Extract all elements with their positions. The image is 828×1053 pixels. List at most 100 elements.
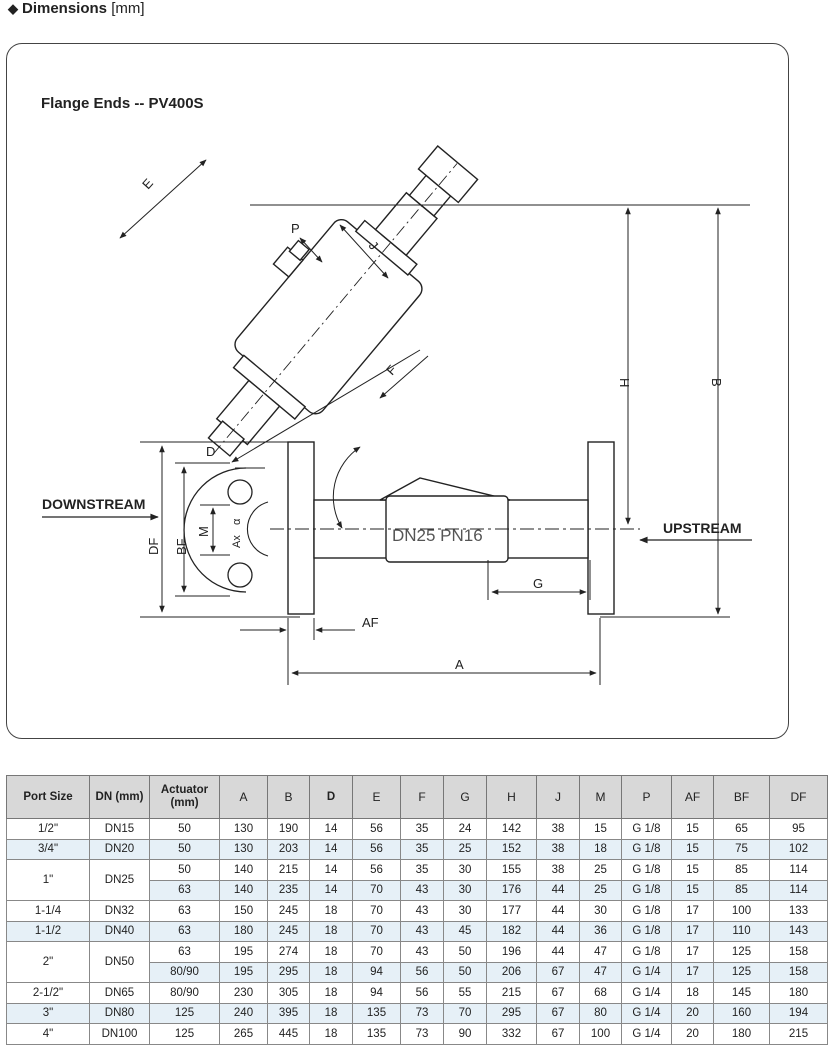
table-cell: G 1/8 (621, 818, 672, 840)
table-cell: G 1/4 (621, 982, 672, 1004)
table-cell: 295 (486, 1002, 537, 1024)
col-header: D (309, 775, 353, 819)
table-cell: 94 (352, 961, 401, 983)
table-cell: 150 (219, 900, 268, 922)
table-cell: 38 (536, 859, 580, 881)
table-cell: 135 (352, 1023, 401, 1045)
col-header: P (621, 775, 672, 819)
table-cell: 143 (769, 920, 828, 942)
col-header: E (352, 775, 401, 819)
cell-dn: DN65 (89, 982, 150, 1004)
cell-dn: DN20 (89, 838, 150, 860)
table-cell: 18 (309, 1023, 353, 1045)
col-header: M (579, 775, 622, 819)
body-marking: DN25 PN16 (392, 526, 483, 545)
col-header: B (267, 775, 310, 819)
table-cell: 17 (671, 941, 714, 963)
cell-port-size: 1-1/4 (6, 900, 90, 922)
table-cell: 67 (536, 1002, 580, 1024)
label-BF: BF (174, 538, 189, 555)
table-cell: G 1/8 (621, 941, 672, 963)
table-cell: 125 (713, 941, 770, 963)
table-cell: 85 (713, 859, 770, 881)
table-cell: 18 (309, 941, 353, 963)
table-cell: 206 (486, 961, 537, 983)
col-header: DF (769, 775, 828, 819)
cell-port-size: 1" (6, 859, 90, 901)
table-cell: 215 (486, 982, 537, 1004)
table-cell: 125 (149, 1002, 220, 1024)
table-cell: 180 (219, 920, 268, 942)
table-cell: 295 (267, 961, 310, 983)
cell-port-size: 4" (6, 1023, 90, 1045)
table-cell: 43 (400, 879, 444, 901)
col-header: F (400, 775, 444, 819)
col-header: DN (mm) (89, 775, 150, 819)
table-cell: 180 (769, 982, 828, 1004)
table-cell: 142 (486, 818, 537, 840)
table-cell: 158 (769, 941, 828, 963)
table-cell: 56 (352, 838, 401, 860)
table-cell: 14 (309, 879, 353, 901)
table-cell: 195 (219, 961, 268, 983)
col-header: Actuator (mm) (149, 775, 220, 819)
table-cell: 245 (267, 920, 310, 942)
col-header: AF (671, 775, 714, 819)
table-cell: G 1/8 (621, 879, 672, 901)
valve-drawing: DN25 PN16 (42, 145, 752, 685)
table-cell: 38 (536, 838, 580, 860)
table-cell: 145 (713, 982, 770, 1004)
table-cell: 215 (769, 1023, 828, 1045)
table-cell: 85 (713, 879, 770, 901)
table-row: 3" DN80 125 240 395 18 135 73 70 295 67 … (6, 1002, 828, 1024)
table-cell: 155 (486, 859, 537, 881)
table-cell: 190 (267, 818, 310, 840)
table-row: 3/4" DN20 50 130 203 14 56 35 25 152 38 … (6, 838, 828, 860)
table-row: 2" DN50 63 195 274 18 70 43 50 196 44 47… (6, 941, 828, 983)
table-cell: 140 (219, 879, 268, 901)
table-cell: 35 (400, 838, 444, 860)
table-cell: 30 (443, 859, 487, 881)
table-cell: 44 (536, 920, 580, 942)
table-cell: G 1/4 (621, 961, 672, 983)
table-cell: 44 (536, 879, 580, 901)
table-cell: 67 (536, 961, 580, 983)
table-cell: 30 (579, 900, 622, 922)
table-cell: 240 (219, 1002, 268, 1024)
table-cell: G 1/8 (621, 920, 672, 942)
section-header: ◆Dimensions [mm] (8, 0, 145, 17)
col-header: H (486, 775, 537, 819)
label-B: B (709, 378, 724, 387)
table-cell: 65 (713, 818, 770, 840)
table-cell: 94 (352, 982, 401, 1004)
cell-port-size: 3" (6, 1002, 90, 1024)
table-cell: 15 (671, 838, 714, 860)
table-cell: 305 (267, 982, 310, 1004)
table-cell: 15 (671, 859, 714, 881)
table-cell: 235 (267, 879, 310, 901)
table-cell: 18 (579, 838, 622, 860)
table-cell: 245 (267, 900, 310, 922)
table-cell: 110 (713, 920, 770, 942)
flange-face (183, 467, 269, 593)
drawing-panel (6, 43, 789, 739)
table-cell: 133 (769, 900, 828, 922)
table-cell: 73 (400, 1023, 444, 1045)
table-cell: 80/90 (149, 961, 220, 983)
table-cell: 63 (149, 900, 220, 922)
cell-dn: DN50 (89, 941, 150, 983)
table-cell: 63 (149, 879, 220, 901)
table-cell: 67 (536, 1023, 580, 1045)
table-cell: 130 (219, 818, 268, 840)
table-cell: 30 (443, 879, 487, 901)
table-cell: 15 (671, 879, 714, 901)
col-header: G (443, 775, 487, 819)
table-cell: 25 (579, 859, 622, 881)
label-M: M (196, 526, 211, 537)
table-cell: 203 (267, 838, 310, 860)
table-cell: 56 (352, 859, 401, 881)
table-cell: 15 (579, 818, 622, 840)
table-cell: 445 (267, 1023, 310, 1045)
table-cell: 130 (219, 838, 268, 860)
table-cell: 14 (309, 838, 353, 860)
